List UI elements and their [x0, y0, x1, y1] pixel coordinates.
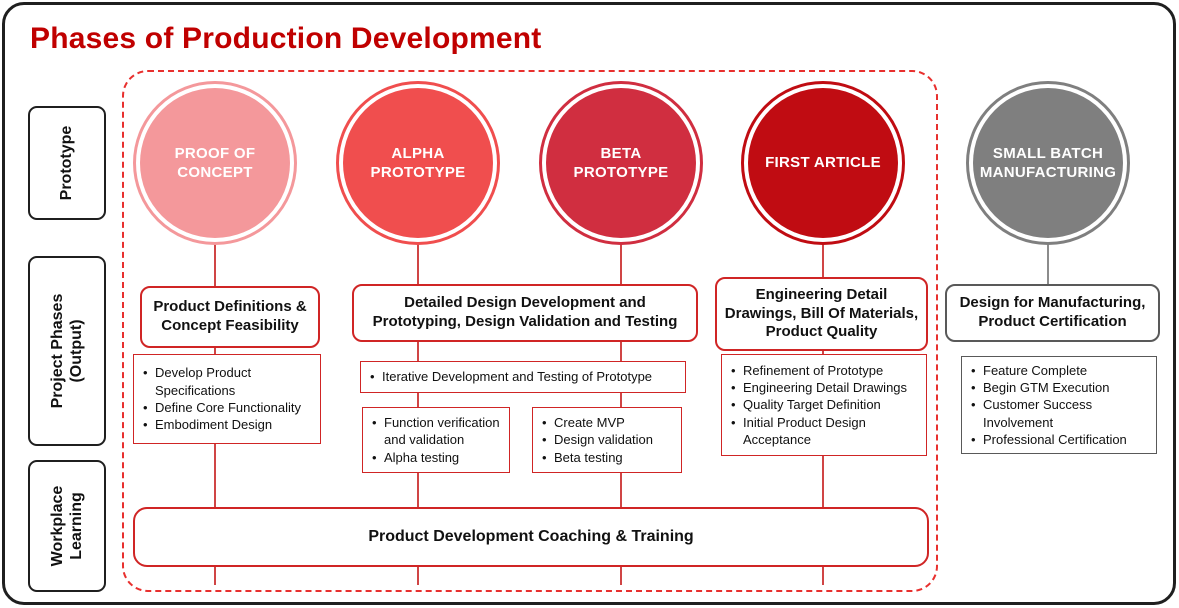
- row-label-project-phases: Project Phases (Output): [28, 256, 106, 446]
- circle-first-article: FIRST ARTICLE: [741, 81, 905, 245]
- bullet-item: Customer Success Involvement: [970, 396, 1148, 431]
- circle-proof-of-concept-label: PROOF OF CONCEPT: [174, 144, 256, 182]
- coaching-training-box: Product Development Coaching & Training: [133, 507, 929, 567]
- bullet-item: Alpha testing: [371, 449, 501, 467]
- bullets-small-batch: Feature CompleteBegin GTM ExecutionCusto…: [961, 356, 1157, 454]
- bullet-item: Create MVP: [541, 414, 673, 432]
- bullet-item: Embodiment Design: [142, 416, 312, 434]
- row-label-workplace-learning-text: Workplace Learning: [48, 485, 85, 567]
- circle-alpha-prototype-label: ALPHA PROTOTYPE: [370, 144, 466, 182]
- bullets-first-article: Refinement of PrototypeEngineering Detai…: [721, 354, 927, 456]
- bullet-item: Engineering Detail Drawings: [730, 379, 918, 397]
- bullet-item: Iterative Development and Testing of Pro…: [369, 368, 677, 386]
- bullet-item: Develop Product Specifications: [142, 364, 312, 399]
- row-label-prototype-text: Prototype: [58, 125, 76, 201]
- circle-small-batch-manufacturing-label: SMALL BATCH MANUFACTURING: [979, 144, 1117, 182]
- header-design-for-manufacturing: Design for Manufacturing, Product Certif…: [945, 284, 1160, 342]
- row-label-prototype: Prototype: [28, 106, 106, 220]
- bullet-item: Feature Complete: [970, 362, 1148, 380]
- header-engineering-detail: Engineering Detail Drawings, Bill Of Mat…: [715, 277, 928, 351]
- circle-proof-of-concept: PROOF OF CONCEPT: [133, 81, 297, 245]
- circle-small-batch-manufacturing: SMALL BATCH MANUFACTURING: [966, 81, 1130, 245]
- header-detailed-design: Detailed Design Development and Prototyp…: [352, 284, 698, 342]
- bullet-item: Begin GTM Execution: [970, 379, 1148, 397]
- bullet-item: Design validation: [541, 431, 673, 449]
- bullet-item: Initial Product Design Acceptance: [730, 414, 918, 449]
- bullet-item: Function verification and validation: [371, 414, 501, 449]
- bullet-item: Define Core Functionality: [142, 399, 312, 417]
- bullet-item: Professional Certification: [970, 431, 1148, 449]
- circle-beta-prototype-label: BETA PROTOTYPE: [573, 144, 669, 182]
- prototype-phases-dashed-boundary: [122, 70, 938, 592]
- row-label-project-phases-text: Project Phases (Output): [48, 293, 85, 409]
- row-label-workplace-learning: Workplace Learning: [28, 460, 106, 592]
- circle-alpha-prototype: ALPHA PROTOTYPE: [336, 81, 500, 245]
- circle-first-article-label: FIRST ARTICLE: [765, 154, 881, 172]
- bullets-alpha-prototype: Function verification and validationAlph…: [362, 407, 510, 473]
- circle-beta-prototype: BETA PROTOTYPE: [539, 81, 703, 245]
- bullet-item: Refinement of Prototype: [730, 362, 918, 380]
- bullets-beta-prototype: Create MVPDesign validationBeta testing: [532, 407, 682, 473]
- bullet-item: Quality Target Definition: [730, 396, 918, 414]
- page-title: Phases of Production Development: [30, 22, 542, 55]
- bullets-iterative-development: Iterative Development and Testing of Pro…: [360, 361, 686, 393]
- bullet-item: Beta testing: [541, 449, 673, 467]
- header-product-definitions: Product Definitions & Concept Feasibilit…: [140, 286, 320, 348]
- connector-line-small-batch: [1047, 243, 1049, 287]
- bullets-proof-of-concept: Develop Product SpecificationsDefine Cor…: [133, 354, 321, 444]
